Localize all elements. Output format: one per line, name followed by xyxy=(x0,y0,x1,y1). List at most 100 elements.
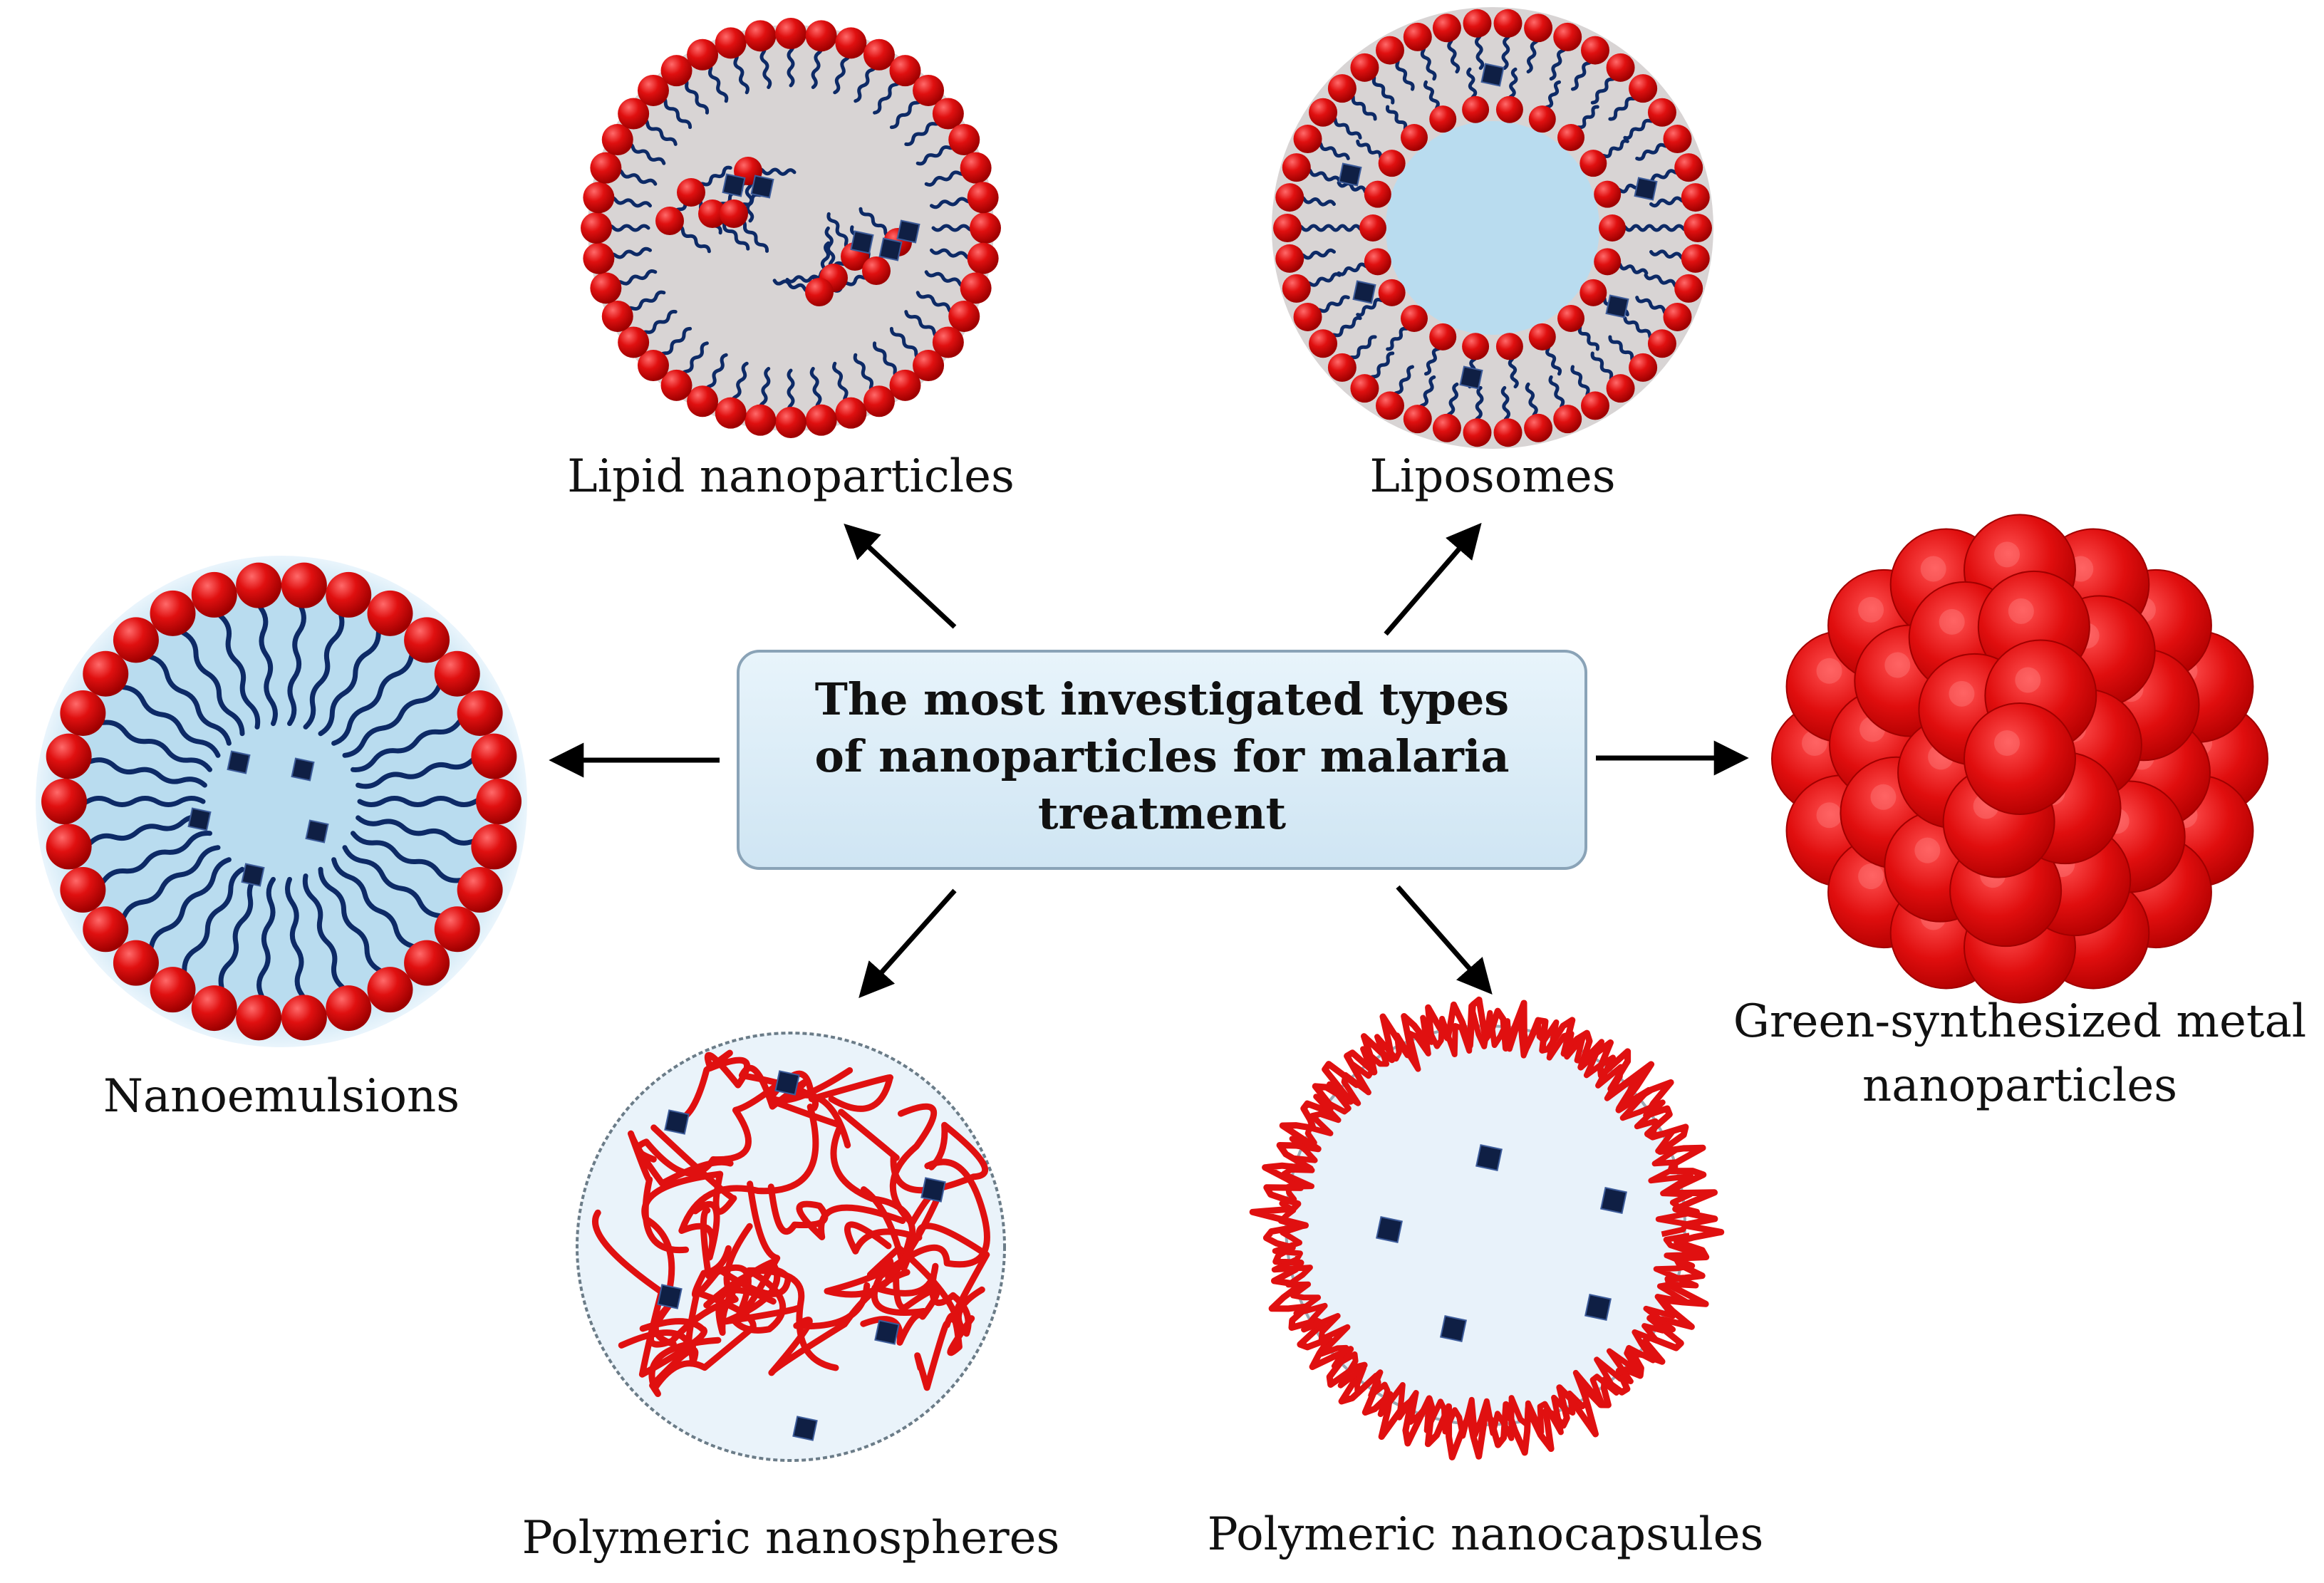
drug-molecule-icon xyxy=(305,819,329,844)
polymer-chain-icon xyxy=(773,1099,916,1272)
lipid-head-icon xyxy=(913,74,945,106)
surfactant-tail-icon xyxy=(66,814,207,851)
lipid-head-icon xyxy=(236,562,282,608)
lipid-head-icon xyxy=(698,199,727,228)
lipid-head-icon xyxy=(590,152,622,184)
lipid-head-icon xyxy=(805,278,834,306)
center-title-line2: of nanoparticles for malaria xyxy=(814,730,1509,782)
metal-particle-highlight xyxy=(1939,608,1965,635)
lipid-head-icon xyxy=(1376,391,1404,420)
metal-particle-icon xyxy=(1964,702,2076,815)
lipid-head-icon xyxy=(1275,244,1304,273)
lipid-head-icon xyxy=(83,650,129,697)
drug-molecule-icon xyxy=(920,1177,946,1203)
polymeric-nanosphere-illustration xyxy=(576,1032,1006,1462)
polymer-chain-icon xyxy=(672,1049,750,1123)
surfactant-tail-icon xyxy=(318,611,393,737)
lipid-head-icon xyxy=(1400,304,1428,332)
lipid-head-icon xyxy=(1432,413,1461,442)
lipid-head-icon xyxy=(476,779,522,824)
surfactant-tail-icon xyxy=(287,583,307,727)
surfactant-tail-icon xyxy=(66,754,207,788)
lipid-head-icon xyxy=(457,690,503,736)
metal-particle-highlight xyxy=(1858,596,1884,623)
lipid-head-icon xyxy=(113,940,159,986)
drug-molecule-icon xyxy=(187,807,212,831)
surfactant-tail-icon xyxy=(80,710,212,772)
lipid-nanoparticle-illustration xyxy=(581,18,1001,438)
drug-molecule-icon xyxy=(1634,177,1658,201)
arrow-to-nanospheres xyxy=(858,888,957,998)
lipid-head-icon xyxy=(932,98,964,130)
polymer-chain-icon xyxy=(885,1103,943,1281)
lipid-head-icon xyxy=(404,617,450,663)
lipid-head-icon xyxy=(1606,374,1635,403)
lipid-head-icon xyxy=(404,940,450,986)
surfactant-tail-icon xyxy=(61,796,206,807)
lipid-head-icon xyxy=(948,300,980,332)
liposome-aqueous-core xyxy=(1386,121,1599,335)
nanoemulsion-droplet xyxy=(36,556,527,1047)
lipid-head-icon xyxy=(1463,9,1492,38)
surfactant-tail-icon xyxy=(331,857,430,966)
lipid-head-icon xyxy=(835,397,867,429)
lipid-head-icon xyxy=(1327,353,1356,382)
surfactant-tail-icon xyxy=(303,592,351,730)
lipid-head-icon xyxy=(1553,22,1582,51)
lipid-head-icon xyxy=(1282,274,1311,303)
lipid-head-icon xyxy=(889,55,921,87)
drug-molecule-icon xyxy=(878,237,903,261)
drug-molecule-icon xyxy=(1376,1216,1403,1243)
lipid-head-icon xyxy=(583,242,615,274)
lipid-head-icon xyxy=(1528,323,1556,351)
lipid-head-icon xyxy=(113,617,159,663)
lipid-head-icon xyxy=(1359,214,1386,242)
lipid-head-icon xyxy=(720,199,748,228)
drug-molecule-icon xyxy=(722,173,746,197)
metal-particle-highlight xyxy=(2008,598,2034,624)
lipid-head-icon xyxy=(471,824,517,870)
drug-molecule-icon xyxy=(874,1319,900,1345)
lipid-head-icon xyxy=(889,369,921,401)
surfactant-tail-icon xyxy=(211,592,261,730)
lipid-head-icon xyxy=(191,571,237,618)
drug-molecule-icon xyxy=(241,863,265,887)
polymer-chain-icon xyxy=(767,1067,893,1112)
center-box-background xyxy=(737,650,1587,870)
label-liposomes: Liposomes xyxy=(1369,450,1615,503)
lipid-head-icon xyxy=(687,385,719,417)
lipid-head-icon xyxy=(1293,125,1322,154)
lipid-head-icon xyxy=(1350,374,1379,403)
lipid-head-icon xyxy=(471,733,517,779)
lipid-head-icon xyxy=(83,906,129,953)
lipid-head-icon xyxy=(1581,391,1609,420)
metal-particle-highlight xyxy=(1884,652,1911,678)
lipid-head-icon xyxy=(960,152,992,184)
lipid-head-icon xyxy=(1364,180,1391,208)
drug-molecule-icon xyxy=(1584,1294,1612,1321)
lipid-head-icon xyxy=(655,207,684,235)
lipid-head-icon xyxy=(1364,248,1391,276)
drug-molecule-icon xyxy=(750,175,774,199)
lipid-head-icon xyxy=(601,300,633,332)
lipid-head-icon xyxy=(1629,74,1658,103)
arrow-to-liposomes xyxy=(1384,522,1482,636)
lipid-head-icon xyxy=(60,690,106,736)
lipid-head-icon xyxy=(1599,214,1626,242)
lipid-head-icon xyxy=(150,967,196,1013)
metal-particle-highlight xyxy=(1858,863,1884,890)
polymer-chain-icon xyxy=(767,1183,906,1240)
arrow-to-nanocapsules xyxy=(1396,885,1493,995)
green-metal-nanoparticle-illustration xyxy=(1771,514,2268,1004)
label-lipid-nanoparticles: Lipid nanoparticles xyxy=(567,450,1015,503)
lipid-head-icon xyxy=(1581,36,1609,65)
lipid-head-icon xyxy=(281,995,327,1041)
lipid-head-icon xyxy=(745,404,777,436)
lipid-head-icon xyxy=(1557,124,1585,152)
drug-molecule-icon xyxy=(774,1070,800,1096)
surfactant-tail-icon xyxy=(133,637,232,746)
drug-molecule-icon xyxy=(1459,365,1483,390)
polymer-chain-icon xyxy=(871,1158,990,1316)
drug-molecule-icon xyxy=(1440,1315,1467,1342)
